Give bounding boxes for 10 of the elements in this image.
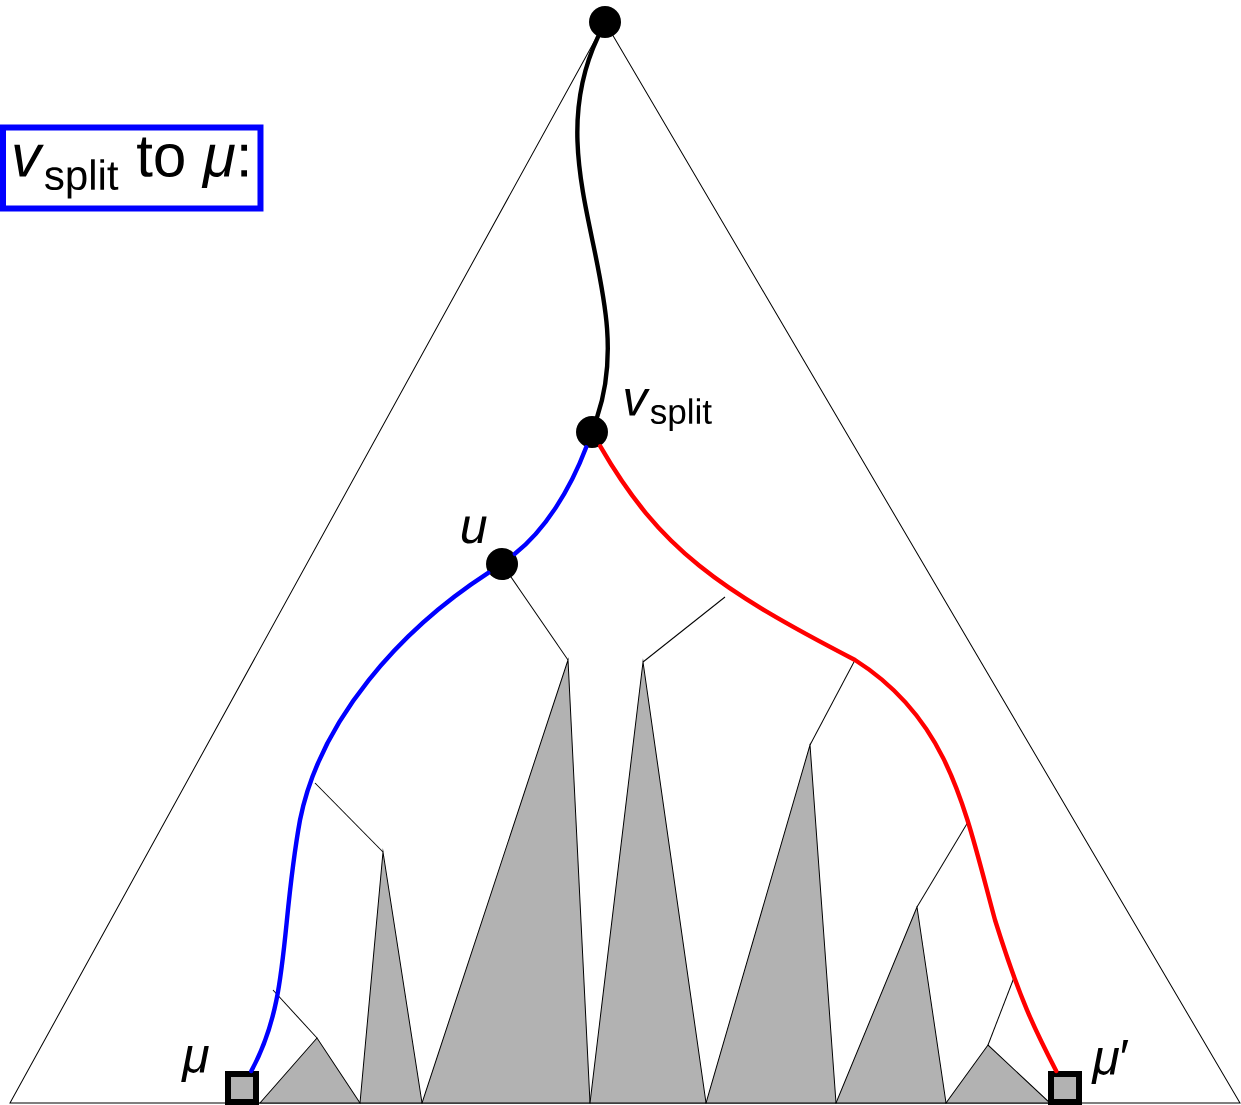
tree-path xyxy=(249,570,491,1074)
caption-box: v$_{split}$ to μ: xyxy=(0,124,264,212)
tree-path xyxy=(512,445,589,557)
node-label: u xyxy=(461,516,487,544)
node-label: μ xyxy=(181,1046,209,1082)
tree-path xyxy=(598,444,1059,1074)
node-label: μ′ xyxy=(1091,1040,1129,1084)
node-label: v$_{split}$ xyxy=(625,389,712,431)
tree-node-dot xyxy=(589,6,621,38)
tree-path xyxy=(575,34,610,419)
